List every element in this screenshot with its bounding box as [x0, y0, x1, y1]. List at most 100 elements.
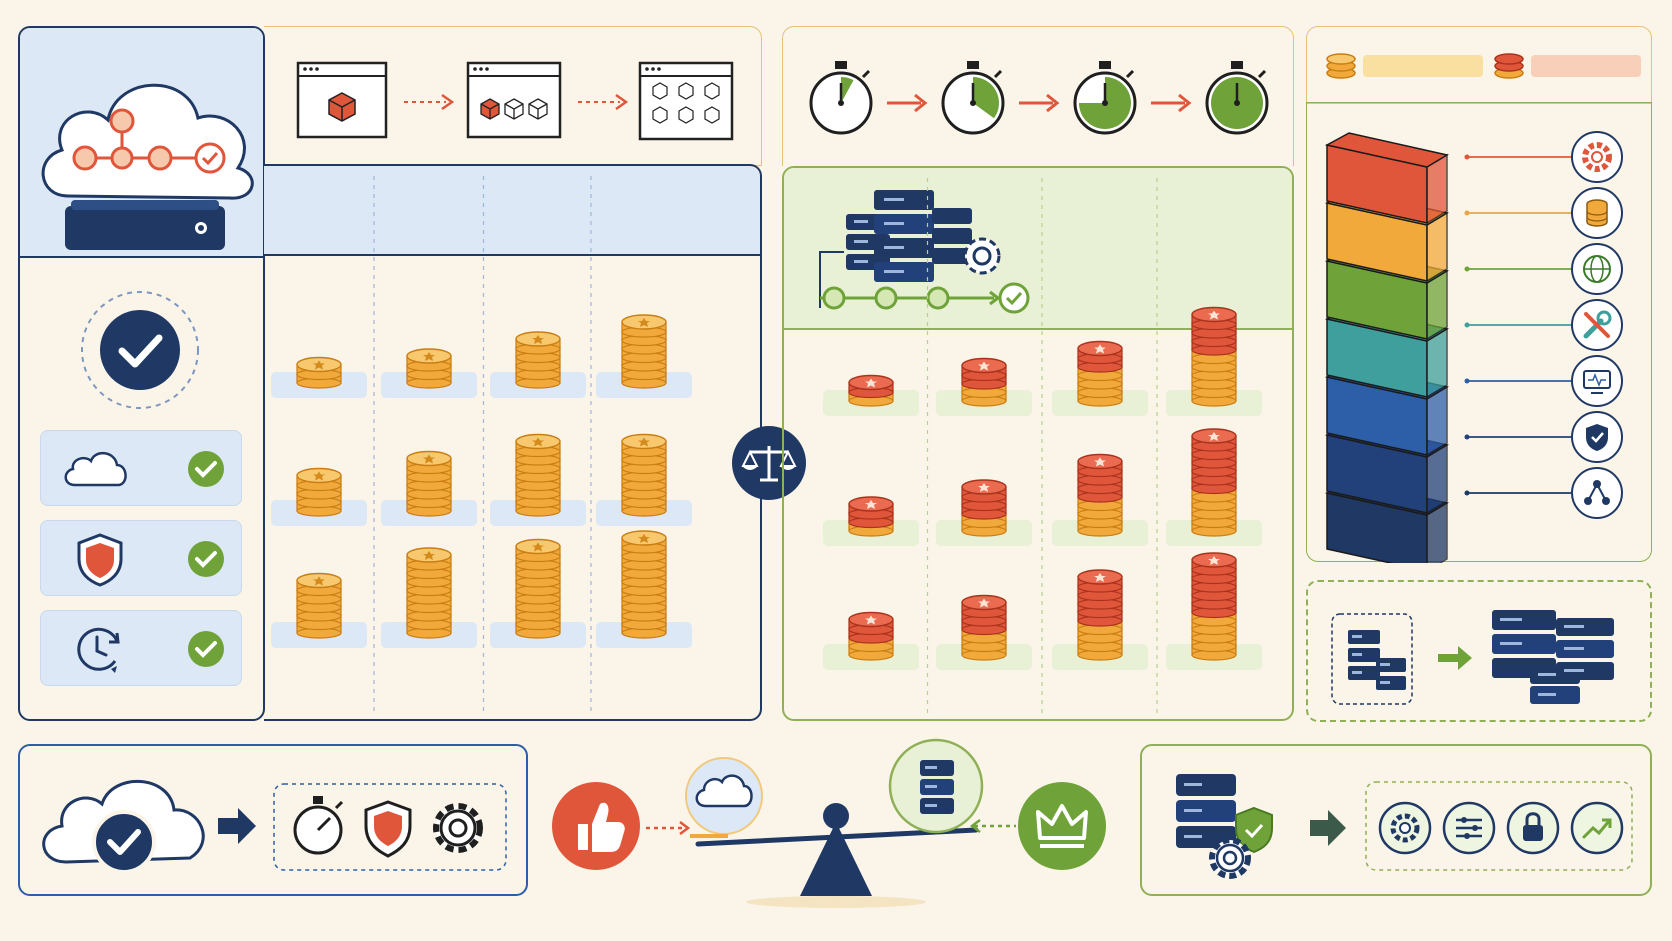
arrow-right-icon [1310, 810, 1346, 846]
performance-strip [782, 26, 1294, 166]
cost-grid-left [264, 164, 762, 721]
coin-stack [271, 467, 367, 526]
coin-stack [490, 538, 586, 648]
monitor-icon [1571, 355, 1623, 407]
coin-stack [271, 356, 367, 398]
cube-icon [328, 92, 356, 122]
stopwatch-icon [809, 61, 873, 135]
stopwatch-flow [809, 61, 1269, 135]
coin-stack-gold-icon [1326, 53, 1356, 79]
gear-icon [1378, 801, 1432, 855]
legend [1326, 53, 1641, 79]
window-single-icon [296, 61, 388, 139]
check-circle-icon [81, 291, 199, 409]
coin-stack [936, 594, 1032, 670]
server-icon [1348, 630, 1406, 690]
globe-icon [1571, 243, 1623, 295]
network-icon [1571, 467, 1623, 519]
feature-row-cloud [40, 430, 242, 506]
cloud-icon [685, 757, 763, 835]
provider-panel [18, 26, 265, 721]
coin-stack-group [271, 176, 692, 716]
coin-stack [596, 433, 692, 526]
cost-grid-left-header [264, 166, 760, 256]
coin-stack [936, 357, 1032, 416]
coin-stack [490, 433, 586, 526]
layer-stack [1324, 131, 1623, 563]
coin-stack-group [823, 178, 1262, 716]
shield-icon [1571, 411, 1623, 463]
migration-flow [1331, 610, 1614, 705]
server-icon [1492, 610, 1614, 704]
coin-stack [596, 314, 692, 398]
window-grid-icon [638, 61, 734, 141]
coin-stack [1052, 569, 1148, 670]
arrow-right-icon [1438, 646, 1472, 670]
coin-grid-right [823, 178, 1262, 716]
server-icon [1176, 774, 1236, 848]
coin-stack [936, 479, 1032, 546]
legend-strip [1306, 26, 1652, 104]
server-icon [846, 190, 972, 282]
balance-scale [552, 738, 1106, 908]
coin-stack-red-icon [1494, 53, 1524, 79]
server-icon [65, 200, 225, 250]
migration-panel [1306, 580, 1652, 722]
cost-grid-right-header [784, 168, 1292, 330]
wrench-icon [1571, 299, 1623, 351]
stack-layer [1324, 132, 1449, 225]
thumbs-up-icon [552, 782, 640, 870]
stopwatch-icon [293, 796, 344, 855]
check-circle-icon [188, 631, 224, 667]
feature-row-uptime [40, 610, 242, 686]
coin-stack [1052, 453, 1148, 546]
shield-icon [1235, 806, 1273, 854]
shield-icon [364, 800, 412, 858]
optimization-flow [1176, 774, 1633, 879]
scaling-flow [296, 61, 734, 141]
coin-stack [381, 450, 477, 526]
cloud-icon [64, 452, 127, 487]
sliders-icon [1442, 801, 1496, 855]
check-circle-icon [92, 810, 156, 874]
cloud-benefits-panel [18, 744, 528, 896]
stopwatch-icon [1205, 61, 1269, 135]
coin-stack [381, 547, 477, 648]
server-icon [888, 738, 984, 834]
layer-stack-panel [1306, 102, 1652, 563]
coin-stack [823, 611, 919, 670]
coin-stack [823, 374, 919, 416]
stopwatch-icon [1073, 61, 1137, 135]
coin-stack [1166, 428, 1262, 546]
shield-icon [77, 533, 123, 587]
window-triple-icon [466, 61, 562, 139]
gear-icon [1571, 131, 1623, 183]
gear-icon [963, 237, 1001, 275]
check-circle-icon [188, 451, 224, 487]
coin-stack [1166, 552, 1262, 670]
clock-refresh-icon [77, 627, 120, 673]
database-icon [1571, 187, 1623, 239]
scaling-strip [264, 26, 762, 166]
coin-stack [596, 530, 692, 648]
coin-stack [823, 496, 919, 546]
coin-stack [271, 572, 367, 648]
check-circle-icon [998, 282, 1030, 314]
check-circle-icon [188, 541, 224, 577]
feature-row-security [40, 520, 242, 596]
provider-header [20, 28, 263, 258]
gear-icon [1209, 837, 1251, 879]
trend-up-icon [1570, 801, 1624, 855]
coin-stack [1052, 340, 1148, 416]
gear-icon [433, 803, 483, 853]
cloud-benefits-flow [42, 780, 507, 874]
coin-stack [1166, 306, 1262, 416]
coin-stack [490, 331, 586, 398]
optimization-panel [1140, 744, 1652, 896]
stopwatch-icon [941, 61, 1005, 135]
scale-icon [732, 426, 806, 500]
arrow-right-icon [218, 808, 256, 844]
page-title [0, 0, 1, 1]
server-pipeline [819, 190, 1030, 314]
lock-icon [1506, 801, 1560, 855]
